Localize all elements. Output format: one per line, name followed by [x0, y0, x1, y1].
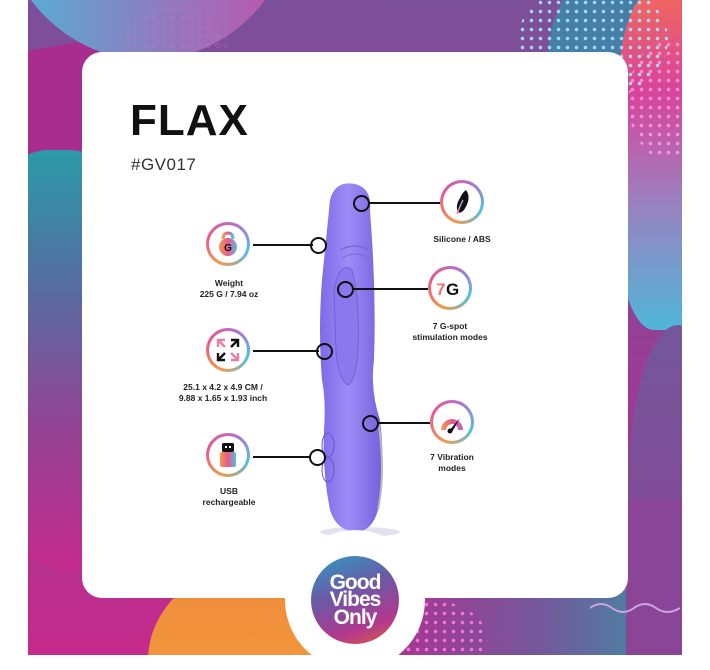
leaf-icon: [440, 180, 484, 224]
7g-icon: 7 G: [428, 266, 472, 310]
feature-value: modes: [438, 462, 466, 473]
brand-logo: Good Vibes Only: [311, 556, 399, 644]
logo-text: Vibes: [329, 588, 382, 612]
feature-value: 9.88 x 1.65 x 1.93 inch: [178, 392, 268, 403]
feature-dimensions: 25.1 x 4.2 x 4.9 CM / 9.88 x 1.65 x 1.93…: [153, 382, 293, 403]
connector-line: [253, 456, 311, 458]
feature-label: USB: [220, 486, 238, 496]
logo-text: Only: [333, 605, 378, 629]
feature-label: Silicone / ABS: [433, 234, 491, 244]
connector-dot: [337, 281, 354, 298]
connector-line: [253, 350, 319, 352]
connector-dot: [310, 237, 327, 254]
feature-value: 225 G / 7.94 oz: [199, 288, 259, 299]
usb-icon: [206, 433, 250, 477]
bg-shape: [626, 500, 682, 655]
connector-line: [368, 202, 440, 204]
feature-vibration: 7 Vibration modes: [382, 452, 522, 473]
feature-gspot: 7 G-spot stimulation modes: [380, 321, 520, 342]
logo-text: Good: [329, 571, 382, 595]
connector-dot: [353, 195, 370, 212]
feature-value: stimulation modes: [412, 331, 488, 342]
svg-text:G: G: [224, 243, 232, 254]
connector-line: [352, 288, 428, 290]
feature-value: rechargeable: [202, 496, 256, 507]
feature-label: 7 Vibration: [430, 452, 474, 462]
feature-label: Weight: [214, 278, 244, 288]
product-sku: #GV017: [131, 155, 197, 174]
gauge-icon: [430, 400, 474, 444]
svg-text:G: G: [446, 280, 459, 298]
feature-material: Silicone / ABS: [392, 234, 532, 245]
feature-label: 25.1 x 4.2 x 4.9 CM /: [183, 382, 263, 392]
feature-label: 7 G-spot: [432, 321, 468, 331]
connector-dot: [309, 449, 326, 466]
product-title: FLAX: [130, 96, 249, 145]
connector-line: [253, 244, 313, 246]
feature-weight: Weight 225 G / 7.94 oz: [159, 278, 299, 299]
connector-dot: [316, 343, 333, 360]
connector-dot: [362, 415, 379, 432]
feature-usb: USB rechargeable: [159, 486, 299, 507]
connector-line: [378, 422, 430, 424]
svg-text:7: 7: [436, 280, 445, 298]
expand-arrows-icon: [206, 328, 250, 372]
wave-decoration: [590, 603, 680, 613]
kettlebell-icon: G: [206, 222, 250, 266]
product-image: [320, 183, 400, 537]
